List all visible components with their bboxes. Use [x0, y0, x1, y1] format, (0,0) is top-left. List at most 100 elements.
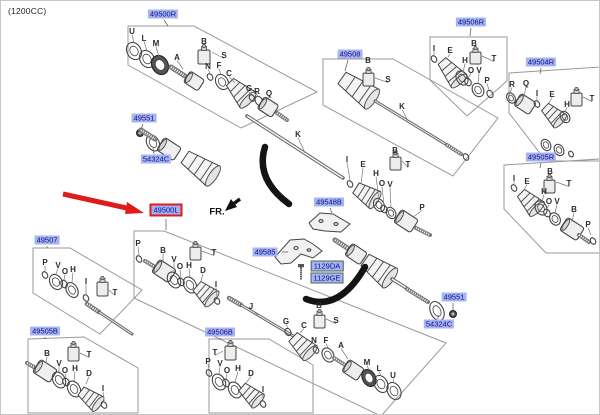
splined-stub-part — [143, 259, 157, 269]
callout-letter-V-67: V — [55, 261, 61, 270]
part-label-49500l[interactable]: 49500L — [149, 203, 183, 217]
callout-letter-V-50: V — [171, 255, 177, 264]
leader-line — [102, 391, 105, 402]
callout-letter-H-27: H — [564, 100, 570, 109]
leader-line — [155, 46, 160, 58]
leader-line — [297, 137, 306, 154]
ring-part — [82, 294, 90, 302]
leader-line — [541, 194, 545, 203]
part-label-49506b[interactable]: 49506B — [205, 327, 235, 337]
leader-line — [360, 167, 364, 185]
callout-letter-V-34: V — [387, 180, 393, 189]
ring-part — [361, 368, 377, 388]
ring-part — [51, 371, 67, 389]
hub-nut-part — [449, 310, 457, 318]
callout-letter-O-33: O — [379, 179, 385, 188]
cv-boot-part — [180, 150, 221, 187]
part-label-49551-top[interactable]: 49551 — [131, 113, 157, 123]
grease-bottle-part — [67, 341, 80, 362]
cv-boot-part — [360, 253, 399, 289]
part-label-1129da[interactable]: 1129DA — [310, 260, 344, 272]
cv-joint-housing-part — [393, 209, 419, 233]
leader-line — [374, 77, 389, 83]
splined-stub-part — [138, 127, 158, 142]
splined-stub-part — [405, 287, 430, 304]
cv-joint-housing-part — [32, 359, 58, 383]
ring-part — [553, 143, 565, 157]
leader-line — [486, 83, 490, 91]
callout-letter-N-6: N — [205, 62, 211, 71]
leader-line — [587, 227, 592, 236]
callout-letter-U-65: U — [390, 371, 396, 380]
part-label-1129ge[interactable]: 1129GE — [310, 272, 344, 284]
part-label-49507[interactable]: 49507 — [34, 235, 60, 245]
part-label-49500r[interactable]: 49500R — [147, 9, 179, 19]
part-label-49585[interactable]: 49585 — [252, 247, 278, 257]
ring-part — [213, 297, 221, 305]
leader-line — [55, 268, 59, 275]
ring-part — [568, 150, 574, 158]
part-label-49508[interactable]: 49508 — [337, 49, 363, 59]
shaft-part — [239, 303, 297, 339]
callout-letter-R-10: R — [254, 87, 260, 96]
leader-line — [340, 348, 349, 360]
leader-line — [389, 187, 392, 209]
callout-letter-R-23: R — [509, 80, 515, 89]
callout-letter-H-19: H — [462, 56, 468, 65]
leader-line — [366, 365, 370, 371]
callout-letter-H-32: H — [373, 169, 379, 178]
leader-line — [523, 184, 528, 191]
shaft-part — [97, 310, 134, 336]
cv-joint-housing-part — [345, 243, 367, 265]
ring-part — [471, 82, 485, 98]
callout-letter-U-0: U — [129, 27, 135, 36]
ring-part — [259, 400, 267, 408]
callout-letter-L-1: L — [142, 34, 147, 43]
part-label-49551-bottom[interactable]: 49551 — [441, 292, 467, 302]
part-label-54324c-bottom[interactable]: 54324C — [423, 319, 455, 329]
callout-letter-J-55: J — [249, 302, 253, 311]
damper-bracket-49548b — [308, 212, 351, 233]
grease-bottle-part — [197, 44, 211, 65]
part-label-49505r[interactable]: 49505R — [525, 152, 557, 162]
callout-letter-E-31: E — [360, 160, 366, 169]
callout-letter-O-68: O — [62, 267, 68, 276]
leader-line — [329, 207, 333, 214]
splined-stub-part — [168, 64, 188, 79]
ring-part — [206, 73, 214, 81]
ring-part — [540, 138, 552, 152]
callout-letter-T-71: T — [113, 288, 118, 297]
part-label-49506r[interactable]: 49506R — [455, 17, 487, 27]
leader-line — [469, 27, 472, 37]
grease-bottle-part — [469, 46, 482, 65]
thick-curve-2 — [302, 263, 369, 306]
leader-line — [571, 212, 575, 223]
ring-part — [205, 369, 213, 377]
ring-part — [41, 271, 49, 279]
callout-letter-D-84: D — [248, 369, 254, 378]
part-label-54324c-top[interactable]: 54324C — [140, 154, 172, 164]
ring-part — [62, 377, 70, 387]
callout-letter-E-26: E — [549, 90, 555, 99]
grease-bottle-part — [570, 87, 583, 107]
leader-line — [201, 250, 215, 256]
part-label-49505b[interactable]: 49505B — [30, 326, 60, 336]
leader-line — [325, 318, 337, 324]
fr-arrow-head — [225, 199, 237, 211]
callout-letter-I-15: I — [433, 44, 435, 53]
leader-line — [245, 376, 252, 384]
callout-letter-B-58: B — [316, 301, 322, 310]
ring-part — [549, 212, 561, 226]
leader-line — [218, 68, 222, 76]
part-label-49504r[interactable]: 49504R — [525, 57, 557, 67]
leader-line — [218, 366, 221, 375]
cv-joint-housing-part — [342, 359, 364, 381]
grease-bottle-part — [224, 340, 237, 361]
leader-line — [71, 272, 74, 283]
part-label-49548b[interactable]: 49548B — [314, 197, 344, 207]
callout-letter-T-28: T — [590, 94, 595, 103]
leader-line — [554, 204, 558, 214]
callout-letter-B-3: B — [201, 37, 207, 46]
ring-part — [248, 94, 256, 102]
callout-letter-S-59: S — [333, 316, 339, 325]
